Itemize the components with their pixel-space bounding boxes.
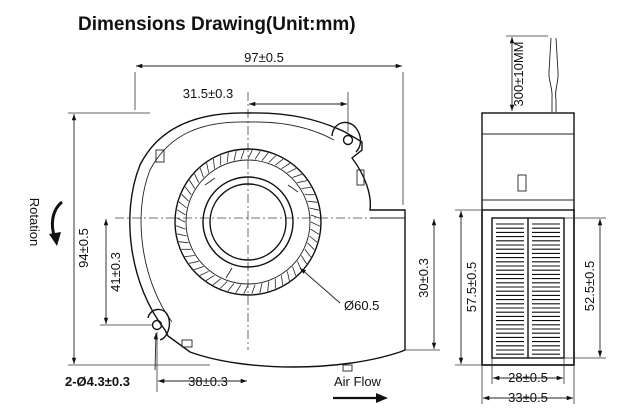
impeller-blade <box>281 275 283 286</box>
impeller-blade <box>181 193 189 202</box>
right-clip-tab <box>356 169 365 186</box>
diameter-leader <box>299 267 341 304</box>
impeller-blade <box>178 241 189 244</box>
hole-height-label: 41±0.3 <box>108 252 123 292</box>
mount-hole-leader <box>153 332 159 371</box>
impeller-blade <box>184 186 192 195</box>
impeller-blade <box>247 149 253 160</box>
impeller-blade <box>194 173 200 183</box>
bottom-mount-hole <box>151 319 163 331</box>
impeller-blade <box>292 173 303 178</box>
impeller-blade <box>281 163 291 170</box>
height-label: 94±0.5 <box>76 228 91 268</box>
airflow-arrowhead-icon <box>376 393 388 403</box>
outlet-frame <box>481 209 575 366</box>
impeller-blade <box>309 235 318 243</box>
motor-hub-inner <box>209 183 287 261</box>
inlet-offset-label: 31.5±0.3 <box>183 86 234 101</box>
bottom-lead-tab <box>342 364 353 372</box>
impeller-blade <box>176 209 186 216</box>
impeller-blade <box>292 266 297 277</box>
impeller-blade <box>268 155 277 163</box>
outlet-height-label: 30±0.3 <box>416 258 431 298</box>
impeller-blade <box>261 152 269 161</box>
impeller-blade <box>189 179 196 189</box>
impeller-blade <box>307 200 318 203</box>
lead-wire <box>548 37 553 112</box>
impeller-blade <box>267 281 270 292</box>
hub-spoke <box>204 177 216 186</box>
impeller-blade <box>243 284 249 295</box>
cable-length-label: 300±10MM <box>511 42 526 107</box>
impeller-blade <box>301 187 312 189</box>
impeller-blade <box>205 274 215 281</box>
impeller-blade <box>175 217 186 223</box>
impeller-blade <box>286 271 290 281</box>
mount-holes-label: 2-Ø4.3±0.3 <box>65 374 130 389</box>
left-clip-tab <box>155 149 165 163</box>
side-outlet-height-label: 57.5±0.5 <box>464 262 479 313</box>
outlet-inner-height-label: 52.5±0.5 <box>582 261 597 312</box>
impeller-blade <box>227 283 235 292</box>
impeller-blade <box>310 214 321 219</box>
drawing-title: Dimensions Drawing(Unit:mm) <box>78 14 356 35</box>
impeller-blade <box>310 221 321 227</box>
impeller-blade <box>254 150 261 160</box>
rotation-arrowhead-icon <box>49 232 61 246</box>
impeller-blade <box>212 278 221 286</box>
impeller-blade <box>193 266 204 271</box>
impeller-blade <box>226 152 229 163</box>
impeller-blade <box>287 168 297 174</box>
impeller-blade <box>304 249 312 258</box>
impeller-outer-ring <box>174 148 322 296</box>
impeller-blade <box>297 180 307 184</box>
impeller-blades <box>175 149 321 295</box>
width-label: 97±0.5 <box>244 50 284 65</box>
impeller-blade <box>178 201 187 209</box>
body-depth-label: 33±0.5 <box>508 390 548 405</box>
impeller-blade <box>233 150 237 161</box>
impeller-blade <box>175 225 186 230</box>
impeller-blade <box>240 149 245 160</box>
fan-housing-inner-wall <box>140 121 335 323</box>
impeller-blade <box>309 207 320 211</box>
impeller-blade <box>213 158 215 169</box>
impeller-blade <box>251 284 256 295</box>
bottom-mount-ear <box>147 308 171 341</box>
top-mount-hole <box>342 134 354 146</box>
top-mount-ear <box>331 121 362 153</box>
rotation-label: Rotation <box>27 198 42 246</box>
impeller-blade <box>206 163 210 173</box>
side-clip-tab <box>517 174 527 192</box>
impeller-blade <box>259 283 263 294</box>
impeller-blade <box>300 255 307 265</box>
impeller-blade <box>199 270 209 276</box>
impeller-blade <box>189 260 199 264</box>
impeller-blade <box>219 281 228 289</box>
impeller-blade <box>184 255 195 257</box>
outlet-inner-width-label: 28±0.5 <box>508 370 548 385</box>
inlet-diameter-label: Ø60.5 <box>344 298 379 313</box>
impeller-blade <box>235 284 242 294</box>
front-view: 97±0.5 31.5±0.3 94±0.5 41±0.3 38±0.3 30±… <box>27 50 440 403</box>
impeller-blade <box>176 233 187 237</box>
hub-spoke <box>225 267 233 279</box>
impeller-blade <box>307 242 315 251</box>
hub-spoke <box>287 184 299 193</box>
hole-spacing-label: 38±0.3 <box>188 374 228 389</box>
impeller-blade <box>310 228 320 235</box>
side-view: 300±10MM 57.5±0.5 52.5±0.5 28±0.5 33±0.5 <box>455 35 606 405</box>
impeller-blade-ring <box>185 159 311 285</box>
impeller-blade <box>199 167 204 178</box>
fan-housing-outline <box>129 112 406 368</box>
bottom-clip-tab <box>181 339 193 348</box>
motor-hub-outer <box>202 176 294 268</box>
impeller-blade <box>275 158 284 166</box>
lead-wire <box>555 37 559 112</box>
airflow-label: Air Flow <box>334 374 382 389</box>
outlet-fins <box>496 223 560 355</box>
